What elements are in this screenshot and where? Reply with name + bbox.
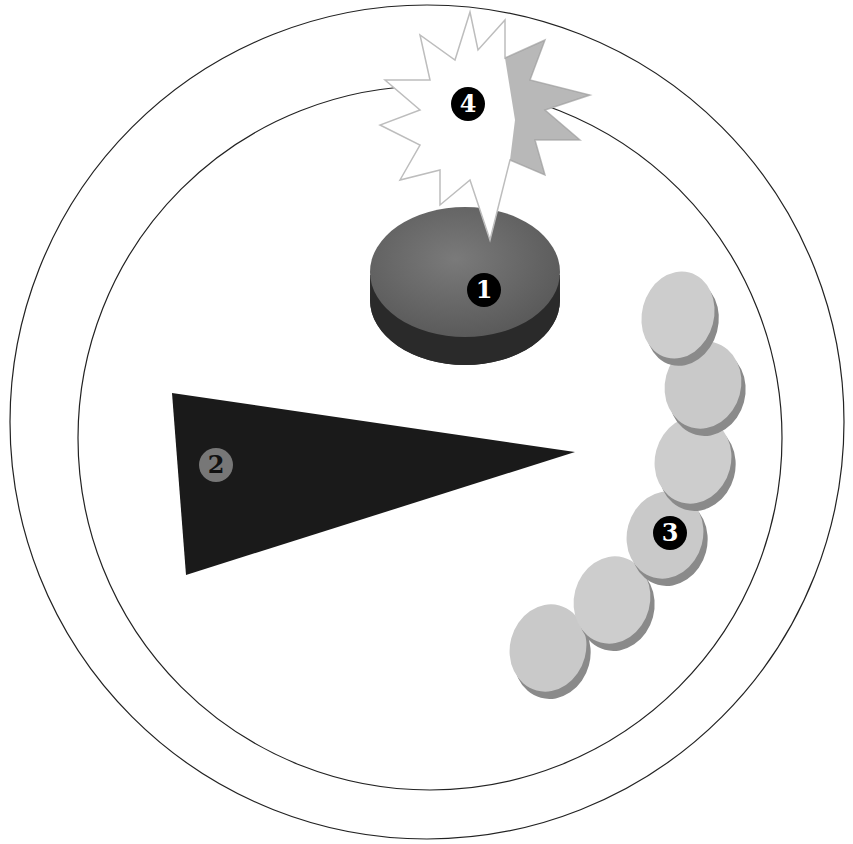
inner-ring bbox=[78, 86, 782, 790]
outer-ring bbox=[10, 5, 844, 839]
burst bbox=[380, 12, 590, 240]
coin-stack bbox=[498, 263, 757, 708]
callout-number: 3 bbox=[653, 516, 687, 550]
callout-number: 4 bbox=[451, 87, 485, 121]
wedge bbox=[172, 393, 575, 575]
callout-number: 2 bbox=[199, 448, 233, 482]
disc bbox=[370, 207, 560, 365]
callout-number: 1 bbox=[467, 273, 501, 307]
